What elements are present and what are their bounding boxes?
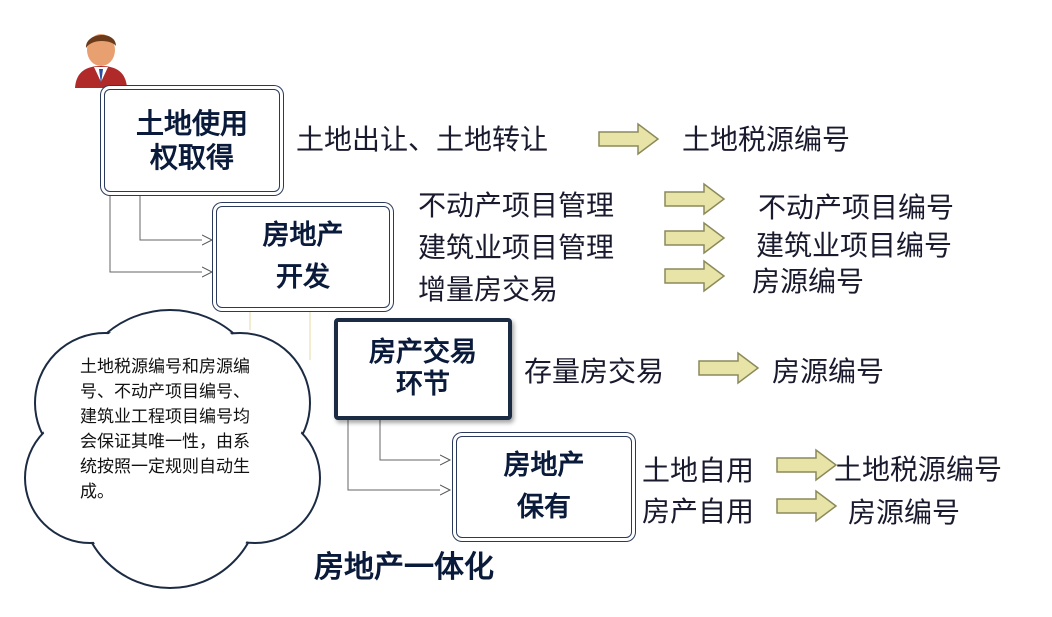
- arrow-right-icon: [664, 259, 726, 293]
- stage-hold-box: 房地产 保有: [456, 436, 632, 538]
- dev-result-3: 房源编号: [752, 265, 865, 298]
- land-result: 土地税源编号: [682, 123, 851, 156]
- land-activity: 土地出让、土地转让: [296, 123, 549, 156]
- stage-land-line1: 土地使用: [135, 106, 248, 140]
- footer-title: 房地产一体化: [314, 550, 494, 585]
- stage-develop-line2: 开发: [276, 262, 330, 293]
- hold-result-2: 房源编号: [848, 496, 961, 529]
- person-icon: [75, 34, 127, 88]
- dev-result-2: 建筑业项目编号: [756, 229, 953, 262]
- arrow-right-icon: [598, 122, 660, 156]
- arrow-right-icon: [776, 448, 838, 482]
- cloud-note: 土地税源编号和房源编号、不动产项目编号、建筑业工程项目编号均会保证其唯一性，由系…: [80, 357, 250, 502]
- stage-land-line2: 权取得: [149, 140, 234, 174]
- dev-result-1: 不动产项目编号: [758, 191, 955, 224]
- stage-hold-line2: 保有: [517, 492, 571, 523]
- stage-trade-line2: 环节: [396, 369, 450, 400]
- stage-develop-line1: 房地产: [262, 219, 344, 251]
- arrow-right-icon: [776, 489, 838, 523]
- arrow-right-icon: [664, 182, 726, 216]
- stage-hold-line1: 房地产: [503, 449, 585, 481]
- stage-trade-box: 房产交易 环节: [334, 318, 512, 420]
- hold-result-1: 土地税源编号: [834, 453, 1003, 486]
- stage-develop-box: 房地产 开发: [216, 206, 390, 308]
- stage-trade-line1: 房产交易: [369, 336, 477, 368]
- trade-activity: 存量房交易: [524, 355, 665, 388]
- hold-activity-2: 房产自用: [642, 495, 755, 528]
- dev-activity-2: 建筑业项目管理: [418, 231, 615, 264]
- dev-activity-3: 增量房交易: [418, 273, 559, 306]
- arrow-right-icon: [698, 351, 760, 385]
- cloud-callout: [24, 309, 321, 589]
- trade-result: 房源编号: [772, 355, 885, 388]
- arrow-right-icon: [664, 221, 726, 255]
- stage-land-box: 土地使用 权取得: [104, 89, 280, 192]
- hold-activity-1: 土地自用: [642, 454, 755, 487]
- dev-activity-1: 不动产项目管理: [418, 189, 615, 222]
